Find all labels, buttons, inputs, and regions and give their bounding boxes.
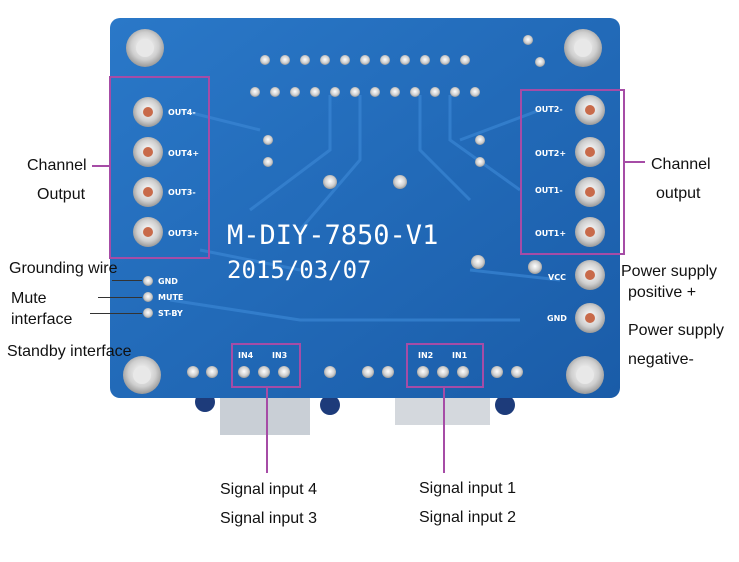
- silk-out3-plus: OUT3+: [168, 229, 199, 238]
- silk-in2: IN2: [418, 351, 433, 360]
- mute-label-2: interface: [11, 311, 73, 328]
- silk-in1: IN1: [452, 351, 468, 360]
- silk-mute: MUTE: [158, 293, 183, 302]
- silk-vcc: VCC: [548, 273, 566, 282]
- silk-gnd-power: GND: [547, 314, 567, 323]
- silk-out2-minus: OUT2-: [535, 105, 563, 114]
- mute-pointer: [98, 297, 142, 298]
- signal-input-3-label: Signal input 3: [220, 510, 317, 527]
- silk-st-by: ST-BY: [158, 309, 183, 318]
- silk-in4: IN4: [238, 351, 254, 360]
- power-positive-label-1: Power supply: [621, 263, 718, 280]
- input-34-callout: [231, 343, 301, 388]
- silkscreen-labels: OUT4- OUT4+ OUT3- OUT3+ OUT2- OUT2+ OUT1…: [158, 105, 567, 360]
- right-output-callout: [520, 89, 625, 255]
- input-12-connector: [443, 388, 445, 473]
- channel-output-left-label-1: Channel: [27, 157, 87, 174]
- mounting-holes: [123, 29, 604, 394]
- right-output-connector: [625, 161, 645, 163]
- channel-output-left-label-2: Output: [37, 186, 86, 203]
- signal-input-1-label: Signal input 1: [419, 480, 516, 497]
- left-output-pads: [133, 97, 163, 247]
- power-negative-label-2: negative-: [628, 351, 694, 368]
- channel-output-right-label-1: Channel: [651, 156, 711, 173]
- mute-label-1: Mute: [11, 290, 47, 307]
- pcb: [110, 18, 620, 398]
- power-negative-label-1: Power supply: [628, 322, 725, 339]
- silk-date: 2015/03/07: [227, 256, 372, 284]
- silk-out3-minus: OUT3-: [168, 188, 196, 197]
- input-34-connector: [266, 388, 268, 473]
- right-output-pads: [528, 95, 605, 274]
- silk-in3: IN3: [272, 351, 287, 360]
- silk-gnd: GND: [158, 277, 178, 286]
- channel-output-right-label-2: output: [656, 185, 701, 202]
- silk-out1-plus: OUT1+: [535, 229, 566, 238]
- silk-out4-minus: OUT4-: [168, 108, 196, 117]
- input-12-callout: [406, 343, 484, 388]
- input-pins: [187, 366, 523, 378]
- silk-out2-plus: OUT2+: [535, 149, 566, 158]
- standby-pointer: [90, 313, 142, 314]
- grounding-pointer: [112, 280, 142, 281]
- silk-model: M-DIY-7850-V1: [227, 220, 438, 251]
- silk-out1-minus: OUT1-: [535, 186, 563, 195]
- left-output-connector: [92, 165, 109, 167]
- signal-input-2-label: Signal input 2: [419, 509, 516, 526]
- grounding-wire-label: Grounding wire: [9, 260, 118, 277]
- chip-pins: [250, 35, 545, 269]
- left-output-callout: [109, 76, 210, 259]
- silk-out4-plus: OUT4+: [168, 149, 199, 158]
- control-pins: [143, 276, 153, 318]
- signal-input-4-label: Signal input 4: [220, 481, 317, 498]
- power-positive-label-2: positive +: [628, 284, 697, 301]
- standby-label: Standby interface: [7, 343, 132, 360]
- pcb-traces: [169, 95, 561, 322]
- power-pads: [575, 260, 605, 333]
